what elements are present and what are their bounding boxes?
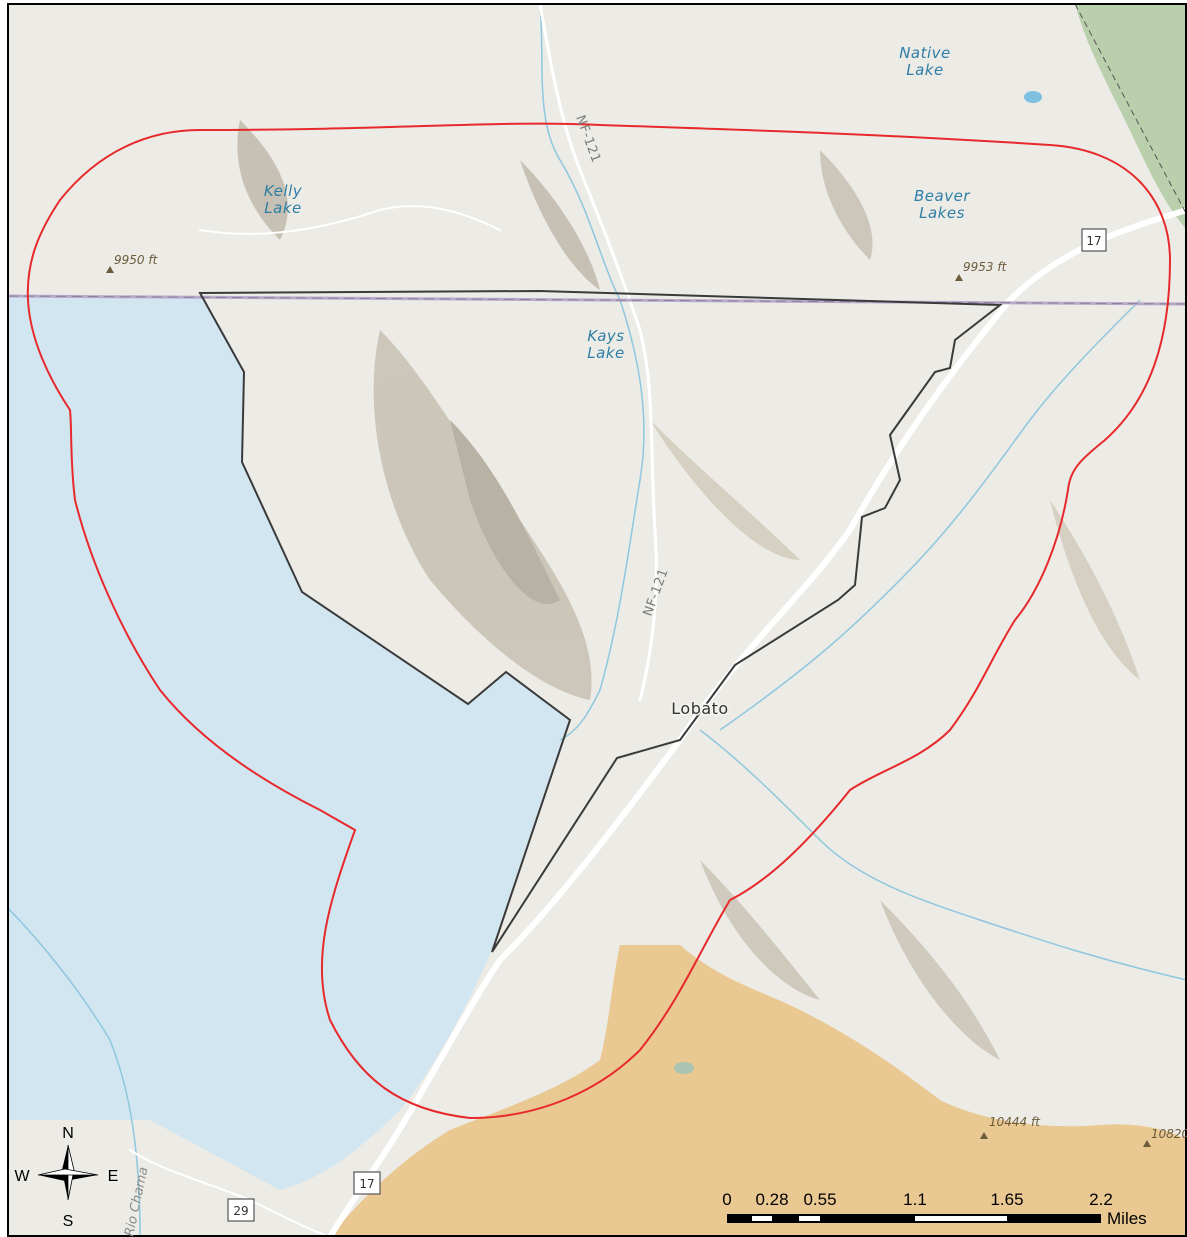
compass-west: W [14,1168,30,1185]
lake-label-beaver-2: Lakes [919,204,965,222]
compass-east: E [108,1168,119,1185]
peak-triangle-icon [1143,1140,1151,1147]
scale-unit: Miles [1107,1209,1147,1228]
scale-tick: 0.55 [803,1190,836,1209]
lake-label-kelly-2: Lake [264,199,301,217]
lake-label-kays-1: Kays [587,327,624,345]
peak-label: 9950 ft [114,253,159,267]
scale-bar: 0 0.28 0.55 1.1 1.65 2.2 Miles [722,1190,1146,1228]
lake-label-kays-2: Lake [587,344,624,362]
peak-triangle-icon [955,274,963,281]
scale-tick: 2.2 [1089,1190,1113,1209]
peak-label: 10820 [1151,1127,1187,1141]
map-border [7,3,1187,1237]
orange-zone [330,945,1187,1237]
peak-triangle-icon [106,266,114,273]
boundary-polygon [198,289,1003,953]
lake-labels: Native Lake Kelly Lake Beaver Lakes Kays… [264,44,970,362]
peak-label: 9953 ft [963,260,1008,274]
scale-tick: 0.28 [755,1190,788,1209]
compass-north: N [62,1125,74,1142]
lake-label-kelly-1: Kelly [264,182,303,200]
streams [8,4,1187,1237]
lake-label-native-1: Native [899,44,951,62]
lake-label-native-2: Lake [906,61,943,79]
lake-label-beaver-1: Beaver [914,187,970,205]
hillshade [237,120,1140,1060]
green-zone [1075,4,1187,230]
boundary-dash [8,295,1187,305]
compass-south: S [63,1213,74,1230]
route-shield-label: 17 [359,1177,374,1191]
town-label: Lobato [671,699,728,718]
peak-label: 10444 ft [989,1115,1041,1129]
scale-tick: 1.65 [990,1190,1023,1209]
blue-zone [8,296,570,1190]
route-shield-29 [227,1198,255,1222]
route-shield-17-south [353,1171,381,1195]
route-shield-17-east [1081,228,1107,252]
peak-labels: 9950 ft 9953 ft 10444 ft 10820 [106,253,1187,1147]
scale-tick: 1.1 [903,1190,927,1209]
scale-tick: 0 [722,1190,731,1209]
study-area-outline [26,122,1172,1120]
north-arrow-icon [37,1144,99,1201]
lake-shape [674,1062,694,1074]
route-shield-label: 17 [1086,234,1101,248]
route-shield-label: 29 [233,1204,248,1218]
peak-triangle-icon [980,1132,988,1139]
lake-shape [1024,91,1042,103]
